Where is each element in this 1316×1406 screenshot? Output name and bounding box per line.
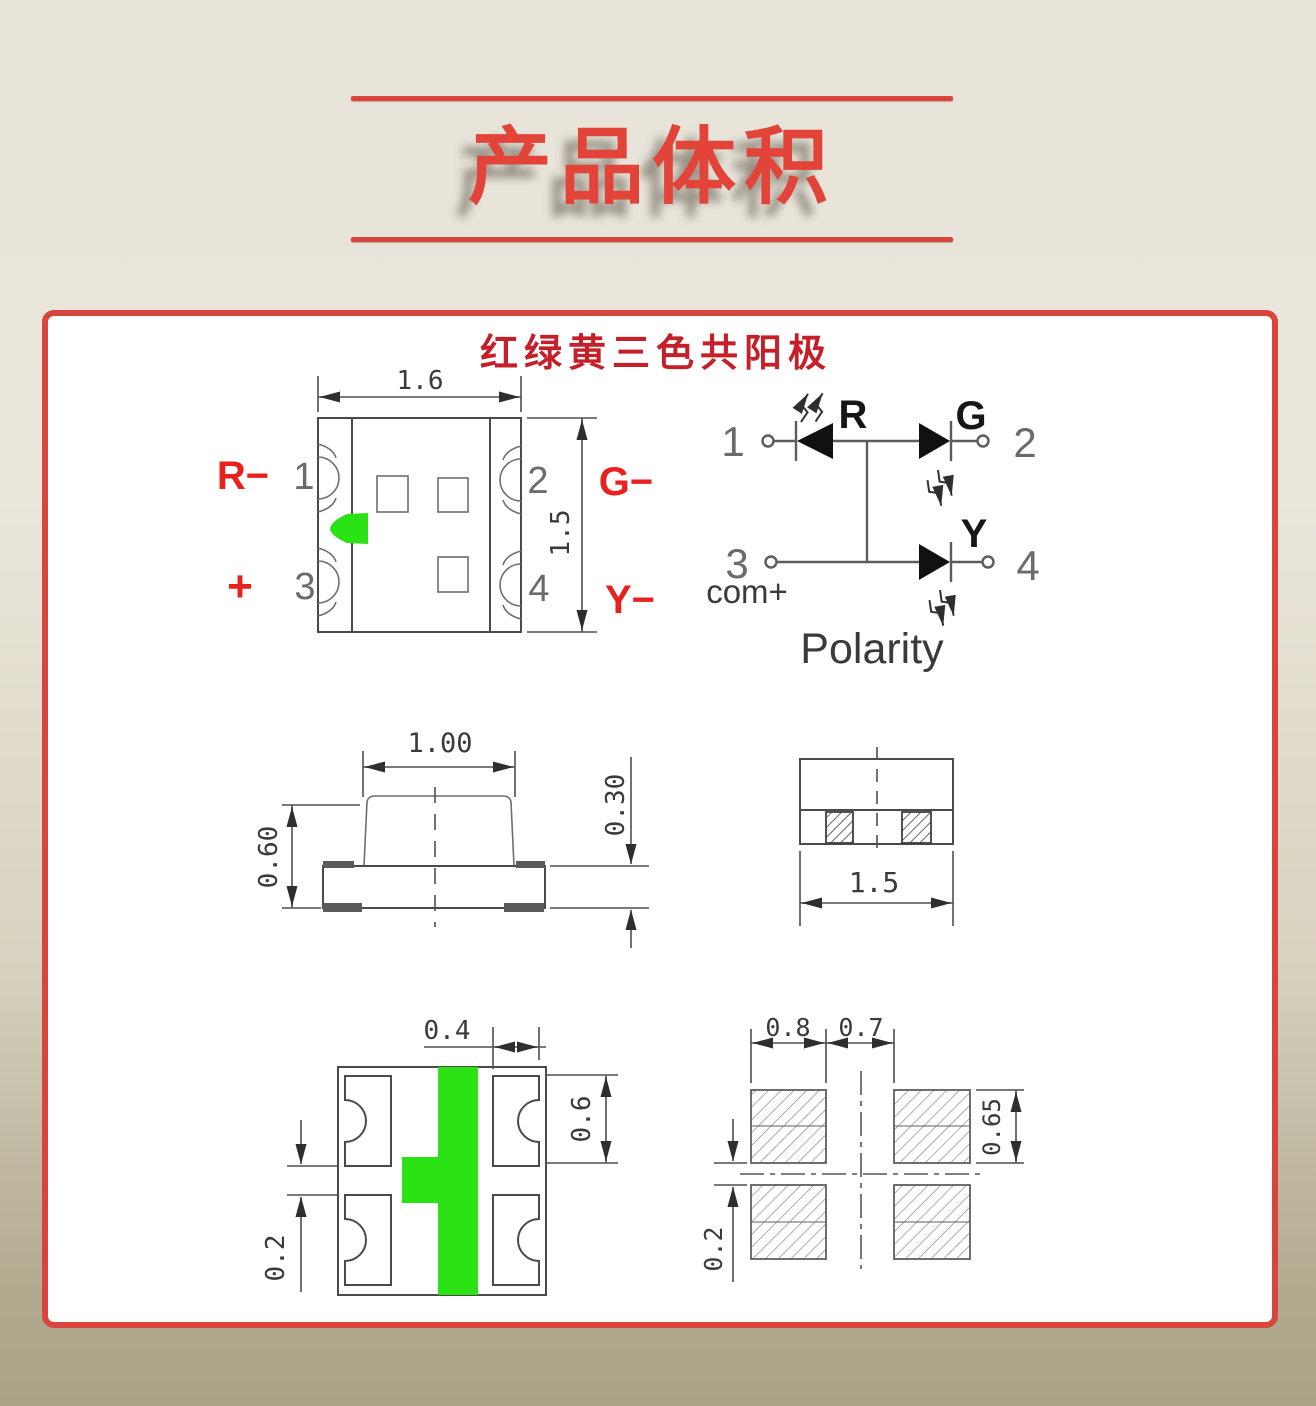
terminal-pin1 <box>761 434 775 448</box>
light-rays-yellow <box>928 589 956 627</box>
side-view-diagram: 1.00 0.60 0.30 <box>254 728 649 948</box>
dim-0-7 <box>826 1029 895 1083</box>
page-title: 产品体积 <box>467 120 836 214</box>
label-green-cathode: G− <box>599 460 653 504</box>
dim-label-0-2-layout: 0.2 <box>699 1226 728 1271</box>
dim-label-1-6: 1.6 <box>397 366 444 396</box>
dim-0-60 <box>282 804 360 909</box>
top-view-diagram: 1.6 1.5 1 2 3 4 R− G− + Y− <box>217 366 655 633</box>
dim-label-0-65: 0.65 <box>978 1098 1006 1156</box>
top-view-pin3: 3 <box>294 566 315 608</box>
top-view-package-outline <box>317 417 522 633</box>
dim-label-1-5: 1.5 <box>546 510 576 557</box>
circuit-label-r: R <box>839 393 868 437</box>
diode-yellow-triangle <box>919 544 950 580</box>
dim-0-30 <box>550 757 649 948</box>
side-view-base <box>322 865 546 909</box>
dim-label-0-30: 0.30 <box>601 774 631 837</box>
label-common-anode: + <box>227 562 253 611</box>
terminal-pin2 <box>976 434 990 448</box>
terminal-pin4 <box>981 555 995 569</box>
die-square-2 <box>437 477 469 513</box>
dim-1-6 <box>317 376 522 412</box>
label-yellow-cathode: Y− <box>605 578 655 622</box>
circuit-diagram: 1 2 3 4 R G Y com+ Polarity <box>706 392 1040 673</box>
dim-0-6 <box>546 1074 618 1164</box>
dim-1-5-end <box>799 851 954 926</box>
end-view-terminal-right <box>901 811 932 844</box>
label-red-cathode: R− <box>217 454 269 498</box>
circuit-label-g: G <box>955 394 986 438</box>
end-view-diagram: 1.5 <box>799 747 954 926</box>
dim-label-1-5-end: 1.5 <box>849 866 900 899</box>
circuit-caption: Polarity <box>800 625 944 673</box>
dim-0-2-layout <box>714 1119 747 1282</box>
pin-notches <box>317 443 522 620</box>
dim-1-5 <box>527 417 597 633</box>
title-rule-top <box>351 96 953 101</box>
circuit-pin4: 4 <box>1016 542 1039 589</box>
circuit-wires <box>773 421 983 582</box>
green-stripe <box>438 1067 478 1295</box>
dim-label-1-00: 1.00 <box>407 728 472 759</box>
circuit-pin1: 1 <box>721 418 744 465</box>
diode-green-triangle <box>919 423 950 459</box>
pad-layout-centerlines <box>740 1071 981 1269</box>
dim-0-65 <box>976 1089 1024 1164</box>
annotation-common-anode: 红绿黄三色共阳极 <box>480 330 832 375</box>
dim-label-0-4: 0.4 <box>424 1016 471 1046</box>
light-rays-green <box>926 469 954 507</box>
light-rays-red <box>792 392 824 423</box>
diode-red-triangle <box>797 423 833 459</box>
dim-label-0-2-bottom: 0.2 <box>261 1235 291 1282</box>
pad-layout-diagram: 0.8 0.7 0.65 0.2 <box>699 1013 1024 1282</box>
bottom-view-diagram: 0.4 0.6 0.2 <box>261 1016 618 1296</box>
side-view-terminals <box>323 861 545 912</box>
title-rule-bottom <box>351 237 953 243</box>
die-square-3 <box>437 556 469 593</box>
circuit-pin2: 2 <box>1013 419 1036 466</box>
pad-layout-pads <box>750 1089 971 1260</box>
end-view-terminal-left <box>825 811 854 844</box>
circuit-pin3: 3 <box>725 540 748 587</box>
title-block: 产品体积 <box>351 96 953 243</box>
top-view-pin2: 2 <box>527 460 548 502</box>
terminal-pin3 <box>764 555 778 569</box>
dim-label-0-8: 0.8 <box>765 1013 810 1042</box>
top-view-pin4: 4 <box>528 568 549 610</box>
dim-1-00 <box>362 751 516 797</box>
circuit-label-y: Y <box>961 512 988 556</box>
green-polarity-arrow <box>330 513 368 544</box>
green-stripe-tab <box>402 1157 439 1203</box>
die-square-1 <box>376 475 409 513</box>
side-view-lens <box>363 795 515 867</box>
dim-label-0-6: 0.6 <box>567 1096 597 1143</box>
bottom-view-pads <box>344 1075 540 1286</box>
dim-0-2-bottom <box>287 1120 338 1292</box>
circuit-com-label: com+ <box>706 573 788 610</box>
top-view-pin1: 1 <box>293 456 314 498</box>
dim-label-0-7: 0.7 <box>838 1013 883 1042</box>
spec-panel: 红绿黄三色共阳极 1.6 <box>42 310 1278 1328</box>
dim-0-4 <box>424 1027 546 1069</box>
dim-label-0-60: 0.60 <box>254 826 284 889</box>
dim-0-8 <box>750 1029 827 1083</box>
